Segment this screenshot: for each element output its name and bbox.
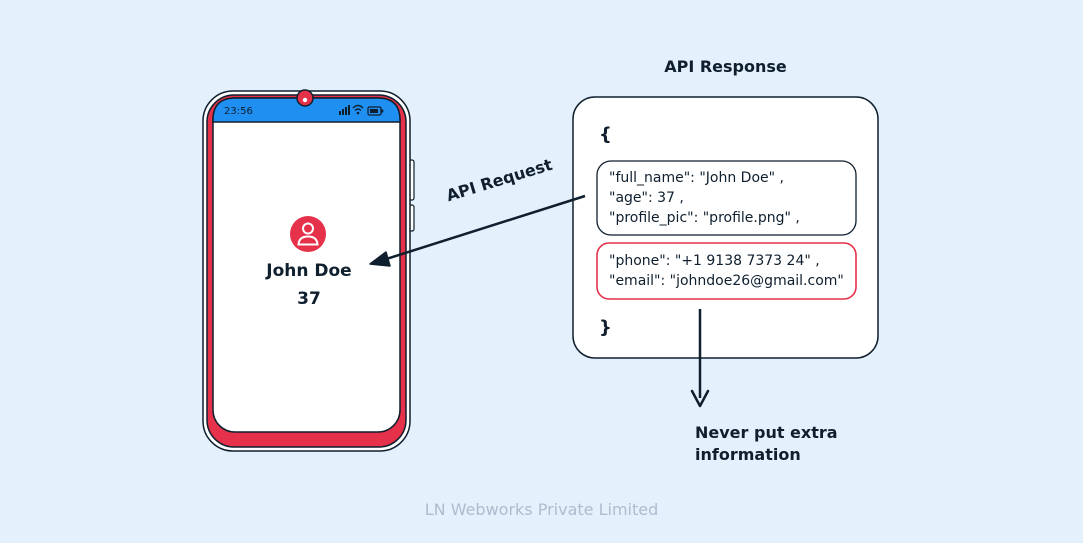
profile-name: John Doe xyxy=(266,261,352,281)
wifi-icon xyxy=(352,104,364,112)
field-age: "age": 37 , xyxy=(609,190,684,206)
signal-icon xyxy=(339,105,350,115)
camera-lens xyxy=(302,97,308,103)
status-time: 23:56 xyxy=(224,106,253,117)
open-brace: { xyxy=(599,124,612,145)
profile-age: 37 xyxy=(297,289,321,309)
wifi-dot xyxy=(356,111,360,115)
field-full-name: "full_name": "John Doe" , xyxy=(609,170,784,186)
api-response-title: API Response xyxy=(664,57,787,76)
allowed-fields-box xyxy=(596,160,857,236)
api-response-card xyxy=(572,96,879,359)
warning-note-line-1: Never put extra xyxy=(695,423,838,442)
extra-fields-box xyxy=(596,242,857,300)
field-phone: "phone": "+1 9138 7373 24" , xyxy=(609,253,820,269)
footer-watermark: LN Webworks Private Limited xyxy=(424,500,659,519)
warning-note-line-2: information xyxy=(695,445,801,464)
user-avatar-icon xyxy=(290,216,326,252)
extra-info-arrow xyxy=(690,309,710,408)
phone-status-bar xyxy=(212,97,401,123)
battery-icon xyxy=(367,106,384,116)
close-brace: } xyxy=(599,317,612,338)
field-profile-pic: "profile_pic": "profile.png" , xyxy=(609,210,800,226)
field-email: "email": "johndoe26@gmail.com" xyxy=(609,273,844,289)
phone-illustration xyxy=(202,89,415,452)
api-request-arrow xyxy=(369,194,586,267)
